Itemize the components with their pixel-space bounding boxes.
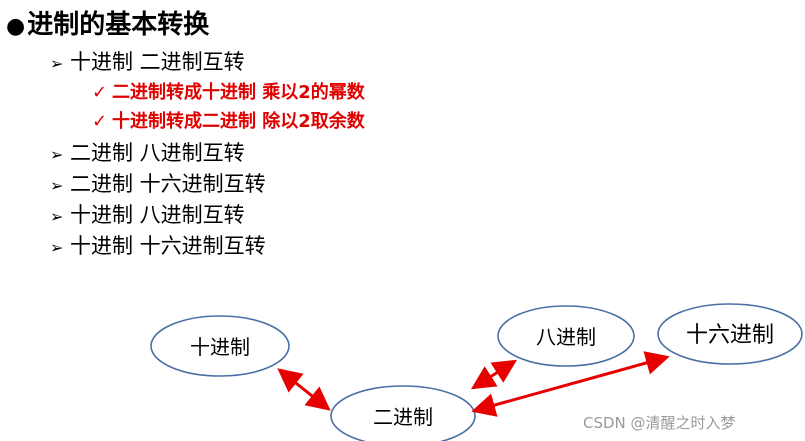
hex-node bbox=[657, 303, 803, 365]
sub-list-item: ✓十进制转成二进制 除以2取余数 bbox=[92, 109, 365, 135]
binary-hex-arrow bbox=[471, 351, 670, 417]
decimal-node bbox=[150, 315, 290, 377]
binary-octal-arrow bbox=[470, 359, 518, 390]
sub-list-item: ✓二进制转成十进制 乘以2的幂数 bbox=[92, 80, 365, 106]
arrow-bullet-icon: ➢ bbox=[50, 54, 64, 73]
list-item-text: 十进制 十六进制互转 bbox=[70, 234, 266, 258]
list-item: ➢ 十进制 八进制互转 bbox=[50, 201, 245, 231]
arrow-bullet-icon: ➢ bbox=[50, 176, 64, 195]
arrow-bullet-icon: ➢ bbox=[50, 145, 64, 164]
hex-node-label: 十六进制 bbox=[686, 323, 774, 348]
list-item-text: 十进制 二进制互转 bbox=[70, 50, 245, 74]
decimal-node-label: 十进制 bbox=[190, 335, 250, 359]
sub-list-item-text: 二进制转成十进制 乘以2的幂数 bbox=[112, 82, 365, 103]
decimal-binary-arrow bbox=[277, 368, 331, 411]
list-item-text: 十进制 八进制互转 bbox=[70, 203, 245, 227]
check-icon: ✓ bbox=[92, 82, 108, 103]
arrow-bullet-icon: ➢ bbox=[50, 207, 64, 226]
list-item-text: 二进制 十六进制互转 bbox=[70, 172, 266, 196]
sub-list-item-text: 十进制转成二进制 除以2取余数 bbox=[112, 111, 365, 132]
check-icon: ✓ bbox=[92, 111, 108, 132]
binary-node-label: 二进制 bbox=[373, 405, 433, 429]
octal-node-label: 八进制 bbox=[536, 325, 596, 349]
list-item: ➢ 十进制 十六进制互转 bbox=[50, 232, 266, 262]
list-item: ➢ 十进制 二进制互转 bbox=[50, 48, 245, 78]
page-title: ●进制的基本转换 bbox=[6, 8, 209, 44]
watermark: CSDN @清醒之时入梦 bbox=[583, 414, 736, 432]
arrow-bullet-icon: ➢ bbox=[50, 238, 64, 257]
bullet-icon: ● bbox=[6, 14, 26, 39]
list-item-text: 二进制 八进制互转 bbox=[70, 141, 245, 165]
list-item: ➢ 二进制 十六进制互转 bbox=[50, 170, 266, 200]
list-item: ➢ 二进制 八进制互转 bbox=[50, 139, 245, 169]
page-title-text: 进制的基本转换 bbox=[27, 10, 210, 40]
